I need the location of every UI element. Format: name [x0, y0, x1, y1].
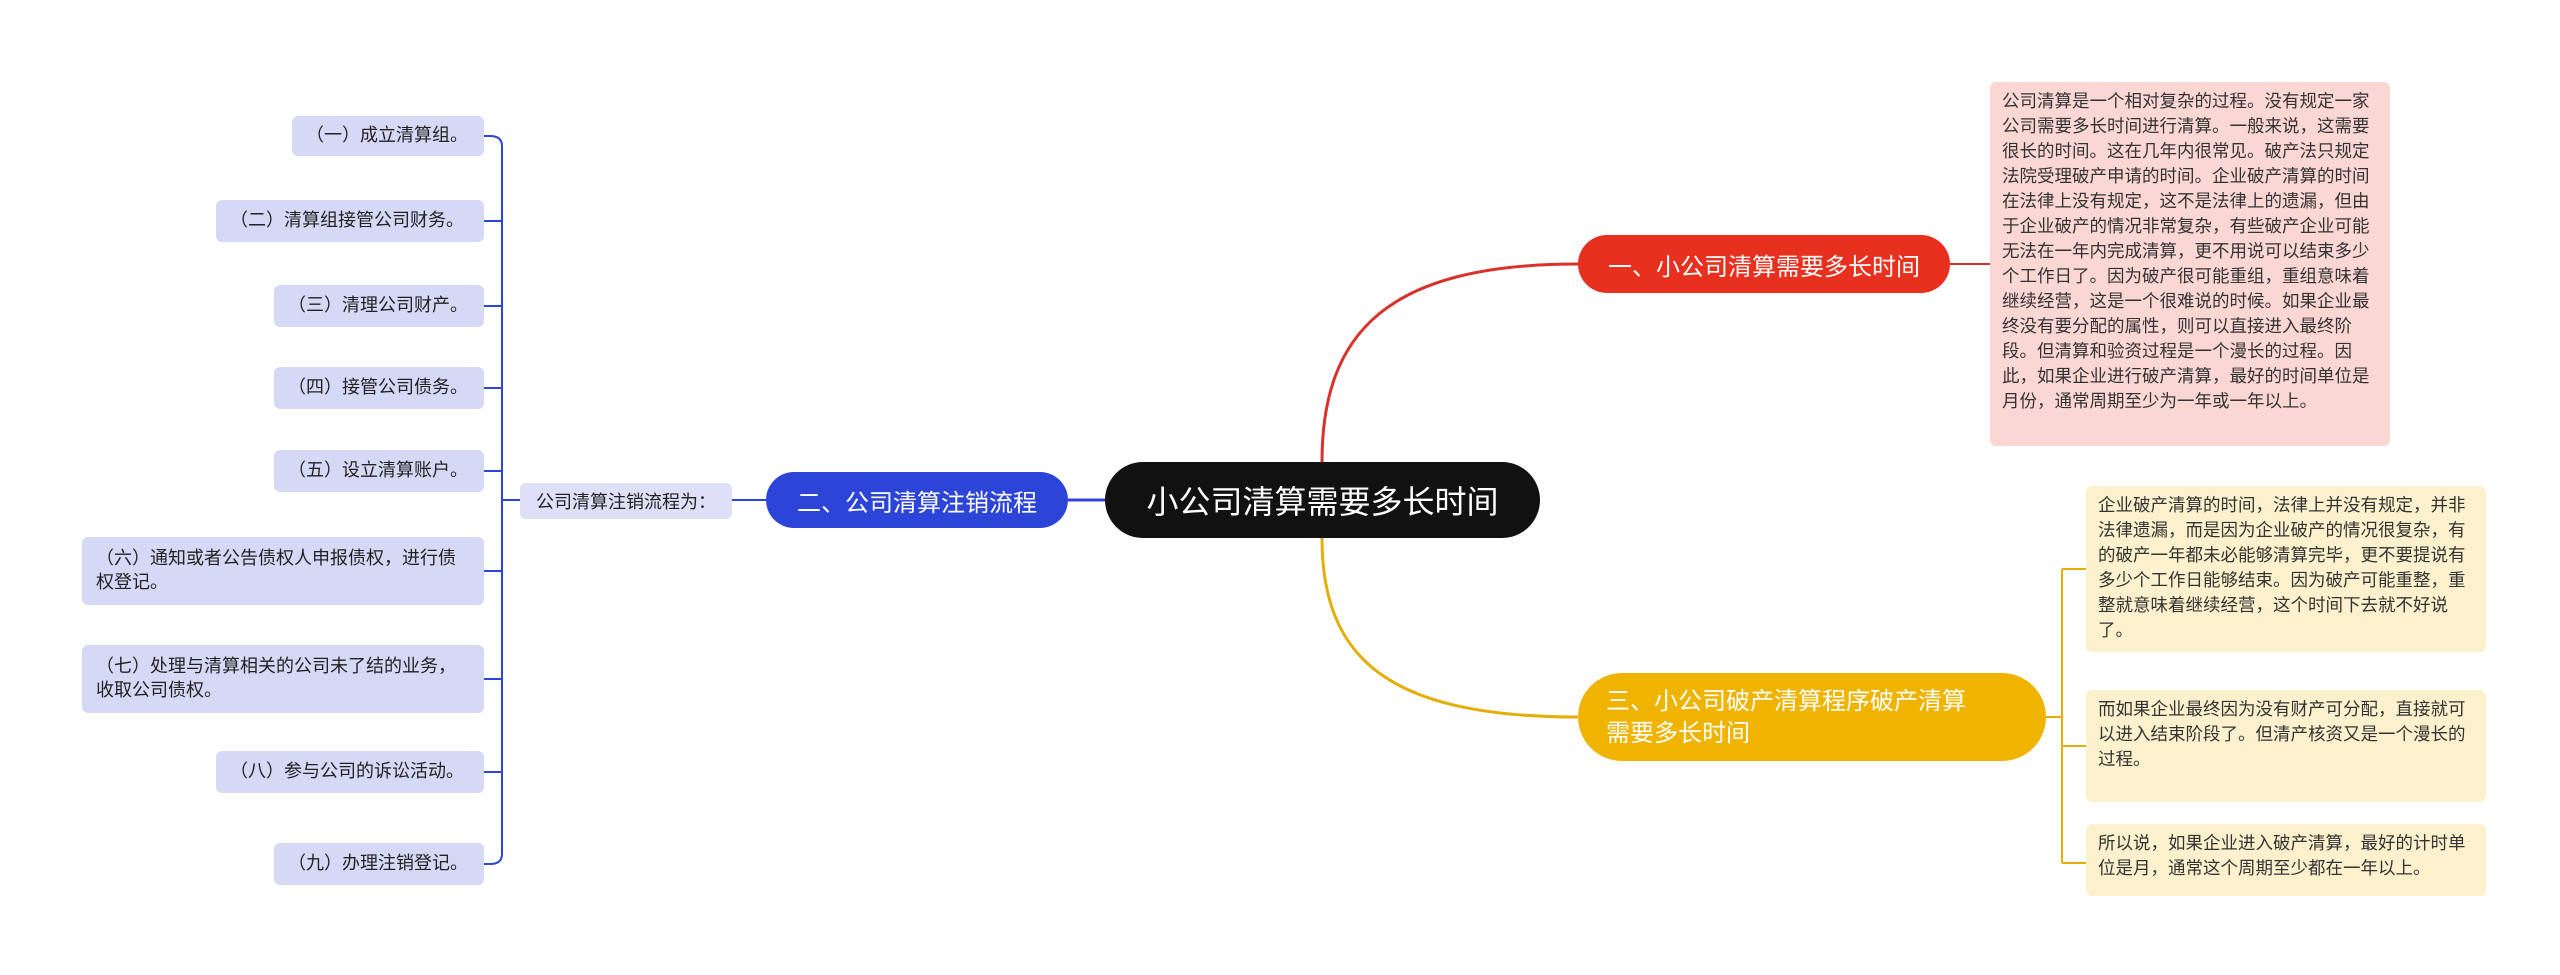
step-item[interactable]: （八）参与公司的诉讼活动。 [216, 751, 484, 793]
bracket-branch-three [2046, 568, 2086, 864]
flow-subtopic[interactable]: 公司清算注销流程为： [520, 483, 732, 519]
step-item[interactable]: （六）通知或者公告债权人申报债权，进行债权登记。 [82, 537, 484, 605]
step-item[interactable]: （三）清理公司财产。 [274, 285, 484, 327]
branch-three-detail-1[interactable]: 企业破产清算的时间，法律上并没有规定，并非法律遗漏，而是因为企业破产的情况很复杂… [2086, 486, 2486, 652]
branch-one-topic[interactable]: 一、小公司清算需要多长时间 [1578, 235, 1950, 293]
branch-three-topic[interactable]: 三、小公司破产清算程序破产清算 需要多长时间 [1578, 673, 2046, 761]
step-item[interactable]: （二）清算组接管公司财务。 [216, 200, 484, 242]
step-item[interactable]: （九）办理注销登记。 [274, 843, 484, 885]
root-topic[interactable]: 小公司清算需要多长时间 [1105, 462, 1540, 538]
branch-three-detail-3[interactable]: 所以说，如果企业进入破产清算，最好的计时单位是月，通常这个周期至少都在一年以上。 [2086, 824, 2486, 896]
branch-one-detail[interactable]: 公司清算是一个相对复杂的过程。没有规定一家公司需要多长时间进行清算。一般来说，这… [1990, 82, 2390, 446]
branch-two-topic[interactable]: 二、公司清算注销流程 [766, 472, 1068, 528]
step-item[interactable]: （七）处理与清算相关的公司未了结的业务，收取公司债权。 [82, 645, 484, 713]
branch-three-detail-2[interactable]: 而如果企业最终因为没有财产可分配，直接就可以进入结束阶段了。但清产核资又是一个漫… [2086, 690, 2486, 802]
bracket-steps [484, 135, 520, 865]
step-item[interactable]: （四）接管公司债务。 [274, 367, 484, 409]
link-root-branch-three [1320, 537, 1579, 719]
step-item[interactable]: （一）成立清算组。 [292, 116, 484, 156]
link-root-branch-one [1320, 262, 1579, 463]
step-item[interactable]: （五）设立清算账户。 [274, 450, 484, 492]
